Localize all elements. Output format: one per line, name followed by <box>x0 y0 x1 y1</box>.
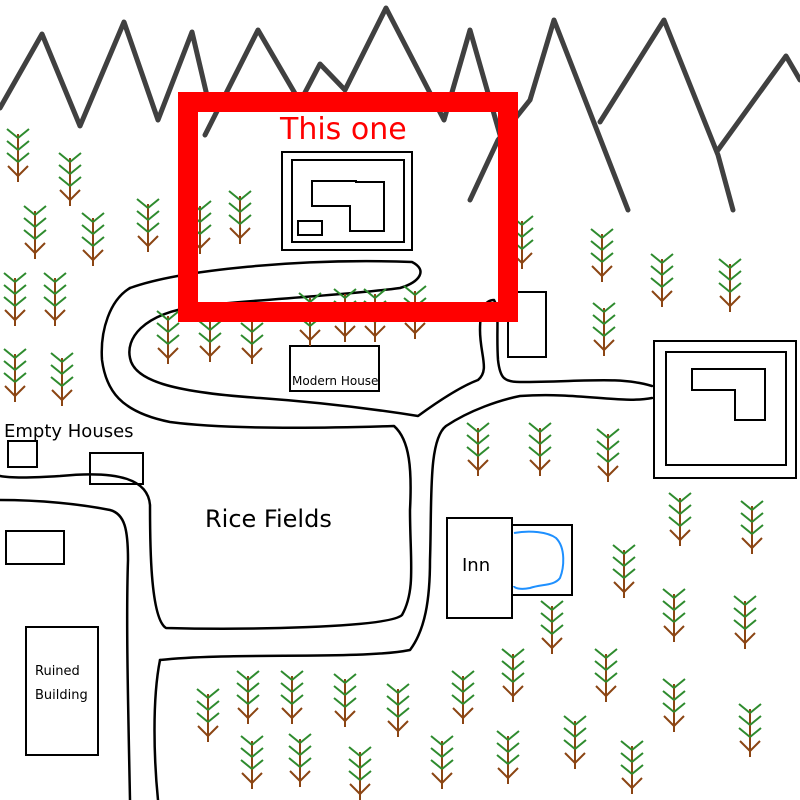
pine-tree-icon <box>718 258 742 312</box>
buildings <box>5 151 797 756</box>
pine-tree-icon <box>333 673 357 727</box>
pine-tree-icon <box>228 190 252 244</box>
mountain-icon <box>202 5 503 138</box>
pine-forest <box>3 128 764 800</box>
pine-tree-icon <box>620 740 644 794</box>
pine-tree-icon <box>740 500 764 554</box>
pine-tree-icon <box>540 600 564 654</box>
pine-tree-icon <box>196 688 220 742</box>
pine-tree-icon <box>496 730 520 784</box>
ruined-building-label-line1: Ruined <box>35 664 80 679</box>
pine-tree-icon <box>3 348 27 402</box>
pine-tree-icon <box>348 746 372 800</box>
modern-house-label: Modern House <box>292 374 379 388</box>
pine-tree-icon <box>733 595 757 649</box>
roads <box>0 259 654 800</box>
pine-tree-icon <box>501 648 525 702</box>
mountain-range <box>0 5 800 213</box>
pine-tree-icon <box>240 735 264 789</box>
shrine-outer-wall <box>281 151 413 251</box>
mountain-icon <box>467 17 631 213</box>
rice-fields-label: Rice Fields <box>205 505 332 533</box>
ruined-building-label-line2: Building <box>35 688 88 703</box>
shrine-building <box>311 180 385 232</box>
inn-yard <box>511 524 573 596</box>
mountain-icon <box>715 53 800 153</box>
compound-building <box>691 368 766 421</box>
inn-label: Inn <box>462 555 491 576</box>
pine-tree-icon <box>6 128 30 182</box>
highlight-box <box>178 92 518 322</box>
empty-house-2 <box>89 452 144 485</box>
pine-tree-icon <box>156 310 180 364</box>
pine-tree-icon <box>466 422 490 476</box>
empty-houses-label: Empty Houses <box>4 421 134 442</box>
road-left-branch <box>0 498 132 800</box>
road-upper-loop-left <box>0 286 413 630</box>
pine-tree-icon <box>3 272 27 326</box>
pine-tree-icon <box>430 735 454 789</box>
pine-tree-icon <box>612 544 636 598</box>
mountain-icon <box>0 19 211 129</box>
compound-outer-wall <box>653 340 797 479</box>
pond-icon <box>513 530 565 590</box>
pine-tree-icon <box>668 492 692 546</box>
pine-tree-icon <box>563 715 587 769</box>
road-south <box>158 393 654 662</box>
empty-house-3 <box>5 530 65 565</box>
ruined-building <box>25 626 99 756</box>
road-south-lower <box>153 658 162 800</box>
pine-tree-icon <box>50 352 74 406</box>
shrine-inner-wall <box>291 159 405 243</box>
compound-inner-wall <box>665 351 787 466</box>
shrine-annex <box>297 220 323 236</box>
mountain-icon <box>597 17 736 213</box>
pine-tree-icon <box>596 428 620 482</box>
pine-tree-icon <box>451 670 475 724</box>
pine-tree-icon <box>592 302 616 356</box>
pine-tree-icon <box>662 678 686 732</box>
pine-tree-icon <box>650 253 674 307</box>
pine-tree-icon <box>81 212 105 266</box>
pine-tree-icon <box>662 588 686 642</box>
pine-tree-icon <box>590 228 614 282</box>
pine-tree-icon <box>386 683 410 737</box>
pine-tree-icon <box>23 205 47 259</box>
highlight-label: This one <box>280 112 407 147</box>
pine-tree-icon <box>528 422 552 476</box>
house-by-road <box>507 291 547 358</box>
pine-tree-icon <box>288 733 312 787</box>
pine-tree-icon <box>236 670 260 724</box>
pine-tree-icon <box>43 272 67 326</box>
modern-house <box>289 345 380 392</box>
road-upper-loop-outer <box>128 259 654 418</box>
pine-tree-icon <box>136 198 160 252</box>
pine-tree-icon <box>738 703 762 757</box>
empty-house-1 <box>7 440 38 468</box>
pine-tree-icon <box>58 152 82 206</box>
pine-tree-icon <box>280 670 304 724</box>
pine-tree-icon <box>594 648 618 702</box>
